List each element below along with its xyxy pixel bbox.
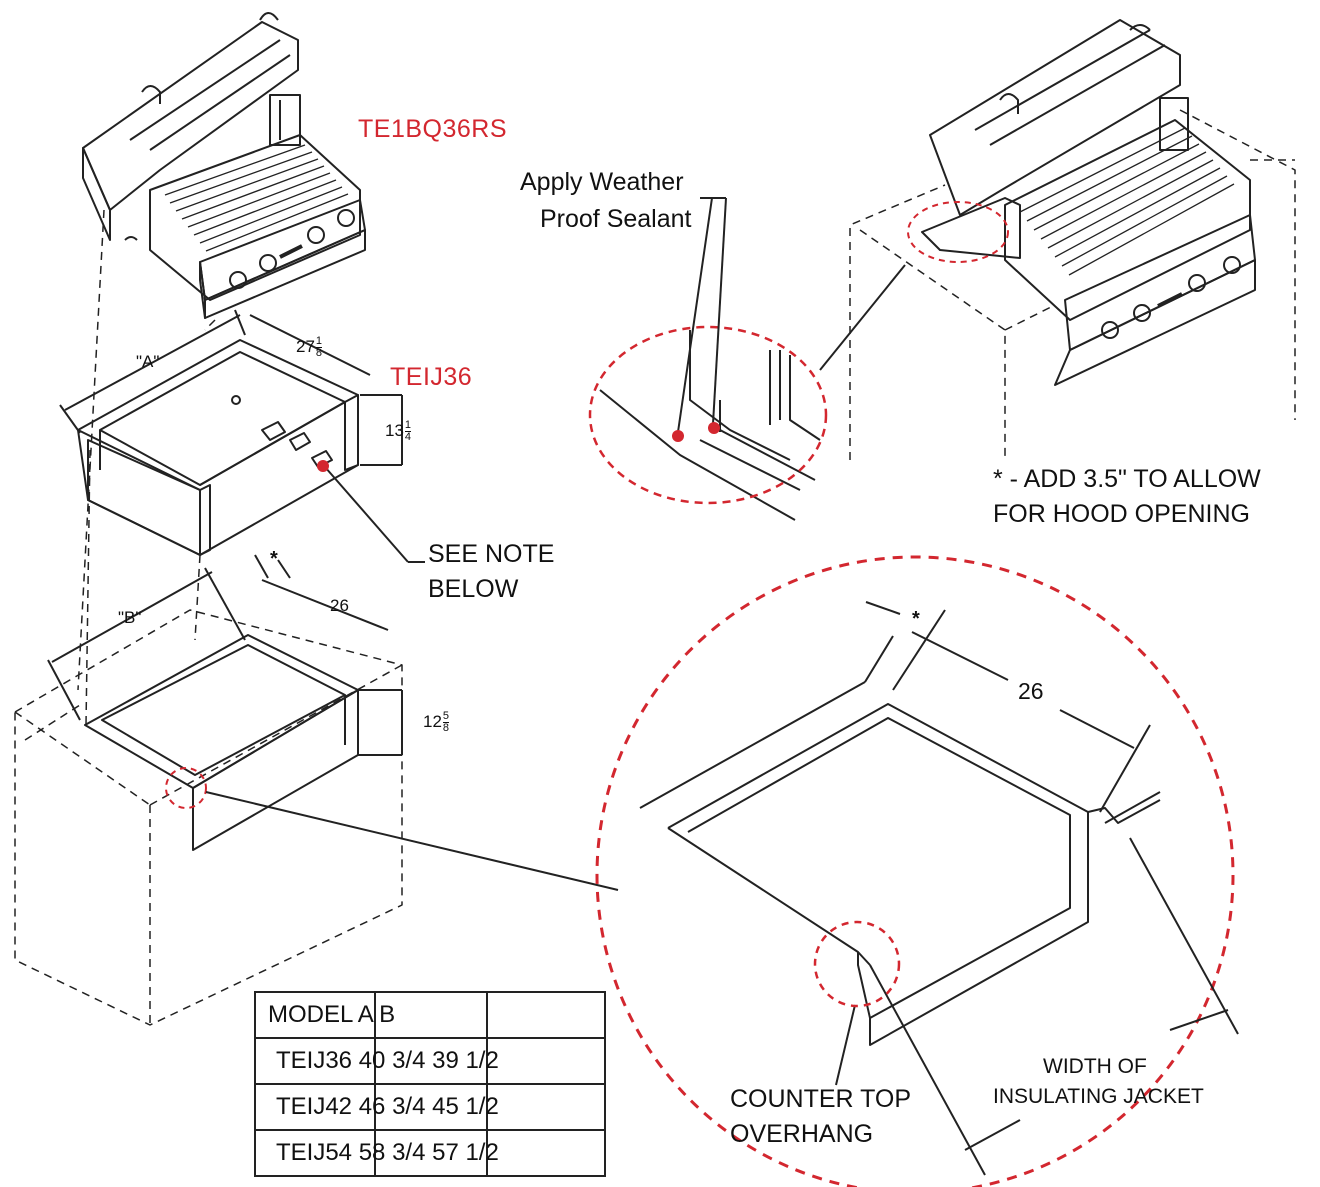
dim-cutout-depth: 26: [330, 596, 349, 615]
sealant-callout-large: [588, 325, 828, 505]
dim-detail-depth: 26: [1018, 678, 1044, 704]
see-note-line2: BELOW: [428, 575, 519, 603]
overhang-callout-small: [165, 767, 207, 809]
dim-a-label: "A": [136, 352, 160, 371]
sealant-label-line1: Apply Weather: [520, 168, 684, 196]
table-row: TEIJ42 46 3/4 45 1/2: [254, 1083, 606, 1131]
installed-grill: [921, 19, 1256, 386]
counter-cutout: [47, 554, 403, 851]
sealant-detail: [599, 330, 821, 521]
sealant-callout-small: [907, 201, 1009, 263]
hood-note-line2: FOR HOOD OPENING: [993, 500, 1250, 528]
overhang-label-line1: COUNTER TOP: [730, 1085, 912, 1113]
cutout-detail: [639, 601, 1239, 1176]
insulating-jacket: [59, 309, 425, 563]
table-row: TEIJ54 58 3/4 57 1/2: [254, 1129, 606, 1177]
installed-counter: [849, 109, 1296, 460]
callout-leader: [205, 791, 619, 891]
sealant-label-line2: Proof Sealant: [540, 205, 692, 233]
dim-b-label: "B": [118, 608, 142, 627]
hood-note-line1: * - ADD 3.5" TO ALLOW: [993, 465, 1261, 493]
table-row: TEIJ36 40 3/4 39 1/2: [254, 1037, 606, 1085]
table-header-row: MODEL A B: [254, 991, 606, 1039]
jacket-model-label: TEIJ36: [390, 363, 473, 391]
width-label-line2: INSULATING JACKET: [993, 1085, 1204, 1108]
sealant-pointers: [677, 197, 727, 433]
grill-illustration: [82, 12, 366, 319]
detail-callout-large: [595, 555, 1235, 1187]
see-note-line1: SEE NOTE: [428, 540, 555, 568]
overhang-label-line2: OVERHANG: [730, 1120, 874, 1148]
sealant-leader: [819, 264, 906, 371]
counter-outline: [14, 609, 403, 1026]
grill-model-label: TE1BQ36RS: [358, 115, 508, 143]
width-label-line1: WIDTH OF: [1043, 1055, 1147, 1078]
overhang-callout-detail: [813, 920, 901, 1008]
alignment-lines: [77, 209, 216, 726]
dim-hood-mark: *: [270, 548, 278, 570]
dim-detail-mark: *: [912, 608, 920, 630]
table-header-text: MODEL A B: [268, 1001, 396, 1028]
model-dimension-table: MODEL A B TEIJ36 40 3/4 39 1/2 TEIJ42 46…: [254, 991, 606, 1177]
